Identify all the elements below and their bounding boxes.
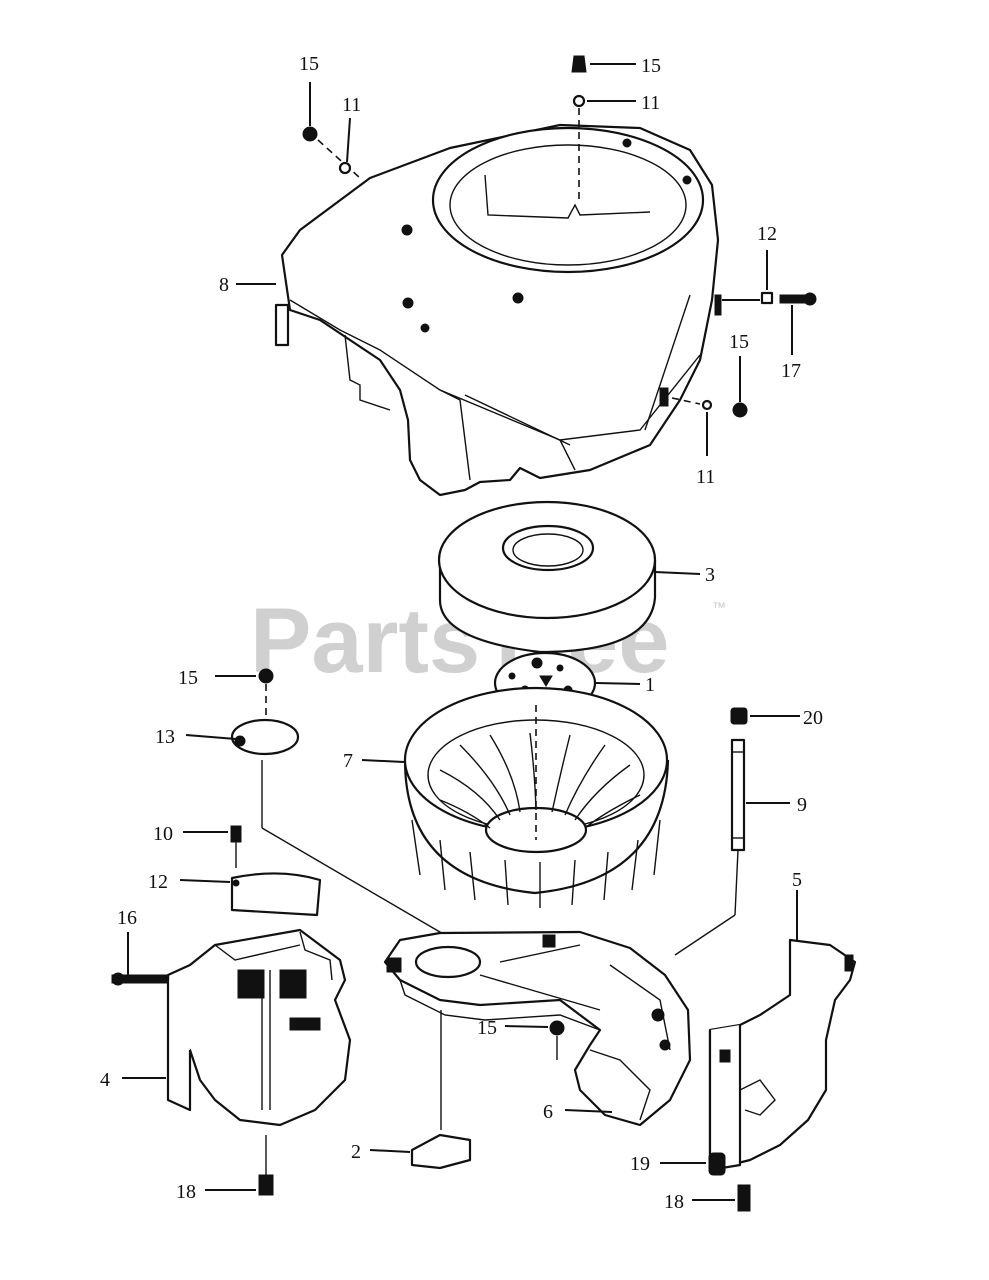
callout-8: 8 <box>219 274 229 296</box>
callout-5: 5 <box>792 869 802 891</box>
screw-18-right <box>692 1184 751 1212</box>
bracket-2-part <box>369 1010 472 1170</box>
fastener-15-top-left <box>302 82 361 179</box>
callout-15: 15 <box>729 331 749 353</box>
nut-19 <box>660 1152 726 1176</box>
callout-2: 2 <box>351 1141 361 1163</box>
watermark-trademark: ™ <box>712 599 726 615</box>
stud-17 <box>779 292 817 355</box>
washer-11-top <box>572 94 636 200</box>
washer-11-top-left <box>338 117 352 175</box>
fastener-15-left <box>215 668 274 725</box>
screw-18-left <box>205 1135 274 1196</box>
callout-13: 13 <box>155 726 175 748</box>
nut-12-right <box>722 250 774 305</box>
callout-11: 11 <box>696 466 715 488</box>
screw-16 <box>111 932 168 986</box>
baffle-5-part <box>708 890 857 1172</box>
stud-9-part <box>674 738 790 956</box>
fastener-15-top <box>571 55 636 73</box>
callout-15: 15 <box>299 53 319 75</box>
fastener-15-bottom <box>504 1020 565 1060</box>
screw-10 <box>183 825 242 868</box>
cylinder-baffle-4-part <box>122 928 352 1127</box>
callout-18: 18 <box>664 1191 684 1213</box>
blower-housing-part <box>274 123 722 497</box>
callout-11: 11 <box>641 92 660 114</box>
flywheel-part <box>361 686 670 908</box>
blower-base-6-part <box>383 930 692 1127</box>
rotating-screen-part <box>437 500 701 654</box>
nut-20 <box>730 707 800 725</box>
deflector-13-part <box>185 718 446 936</box>
callout-16: 16 <box>117 907 137 929</box>
callout-19: 19 <box>630 1153 650 1175</box>
callout-3: 3 <box>705 564 715 586</box>
callout-1: 1 <box>645 674 655 696</box>
callout-17: 17 <box>781 360 801 382</box>
callout-4: 4 <box>100 1069 110 1091</box>
callout-15: 15 <box>641 55 661 77</box>
callout-6: 6 <box>543 1101 553 1123</box>
callout-10: 10 <box>153 823 173 845</box>
callout-20: 20 <box>803 707 823 729</box>
fastener-15-right <box>732 356 748 418</box>
callout-12: 12 <box>757 223 777 245</box>
callout-7: 7 <box>343 750 353 772</box>
callout-11: 11 <box>342 94 361 116</box>
callout-18: 18 <box>176 1181 196 1203</box>
callout-labels: 15 11 15 11 8 12 15 17 11 3 1 15 13 20 7… <box>100 53 823 1213</box>
callout-12: 12 <box>148 871 168 893</box>
clip-12-left-part <box>179 872 322 917</box>
washer-11-right <box>671 397 713 456</box>
callout-15: 15 <box>178 667 198 689</box>
callout-9: 9 <box>797 794 807 816</box>
callout-15: 15 <box>477 1017 497 1039</box>
